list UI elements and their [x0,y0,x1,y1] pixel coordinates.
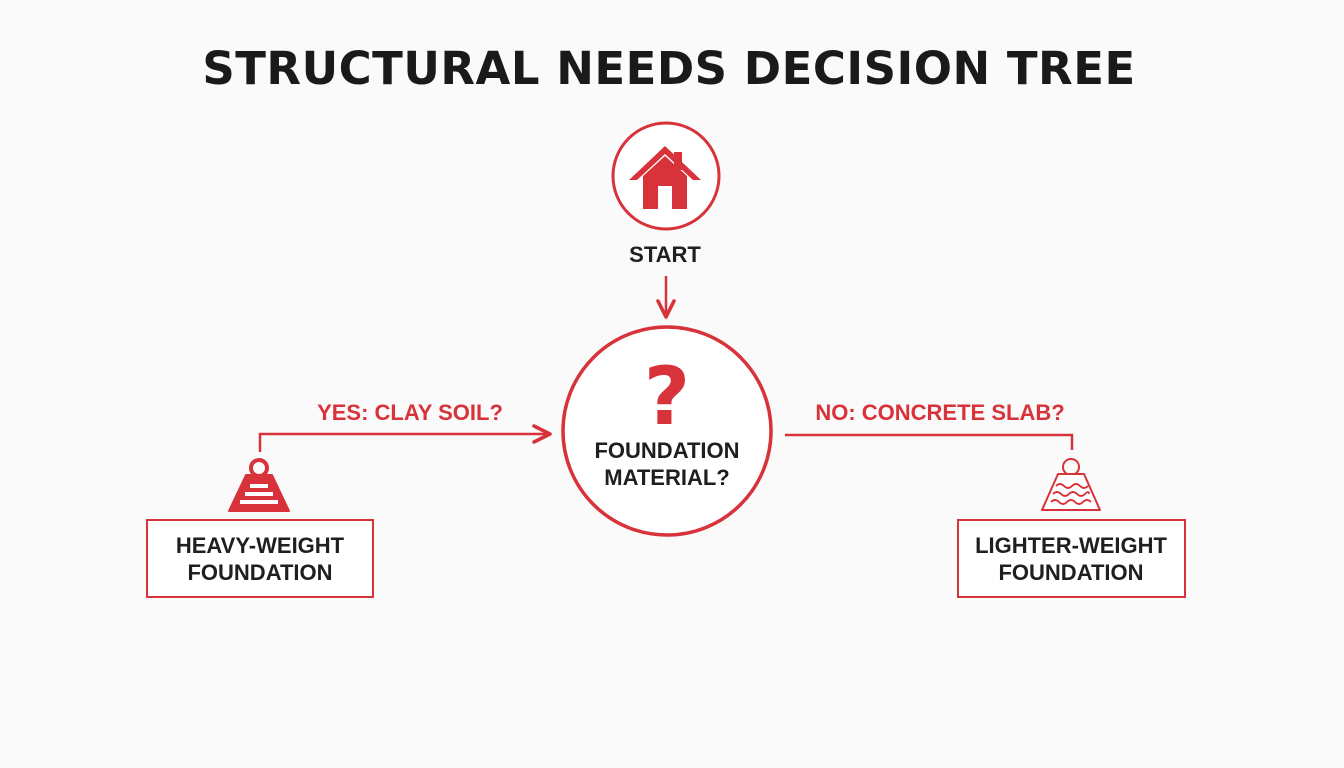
start-label: START [629,242,701,267]
yes-branch-connector [258,424,552,452]
question-mark-icon: ? [644,350,690,443]
decision-node: ? FOUNDATION MATERIAL? [561,325,773,537]
lighter-weight-result-box [957,519,1186,598]
house-icon [629,146,701,209]
no-branch-connector [785,433,1074,450]
heavy-weight-result-box [146,519,374,598]
decision-label-line2: MATERIAL? [604,465,729,490]
lighter-weight-result-line1: LIGHTER-WEIGHT [975,533,1167,558]
lighter-weight-result-line2: FOUNDATION [998,560,1143,585]
decision-label-line1: FOUNDATION [594,438,739,463]
heavy-weight-result-line1: HEAVY-WEIGHT [176,533,345,558]
yes-branch: YES: CLAY SOIL? HEAVY-WEIGHT FOUNDATION [146,400,552,598]
decision-circle [561,325,773,537]
diagram-title: STRUCTURAL NEEDS DECISION TREE [202,42,1135,95]
light-weight-icon [1041,458,1101,511]
start-node: START [611,121,721,267]
heavy-weight-icon [228,458,290,512]
no-branch: NO: CONCRETE SLAB? LIGHTER-WEIGHT FOUNDA… [785,400,1186,598]
yes-branch-label: YES: CLAY SOIL? [317,400,503,425]
heavy-weight-result-line2: FOUNDATION [187,560,332,585]
no-branch-label: NO: CONCRETE SLAB? [815,400,1064,425]
